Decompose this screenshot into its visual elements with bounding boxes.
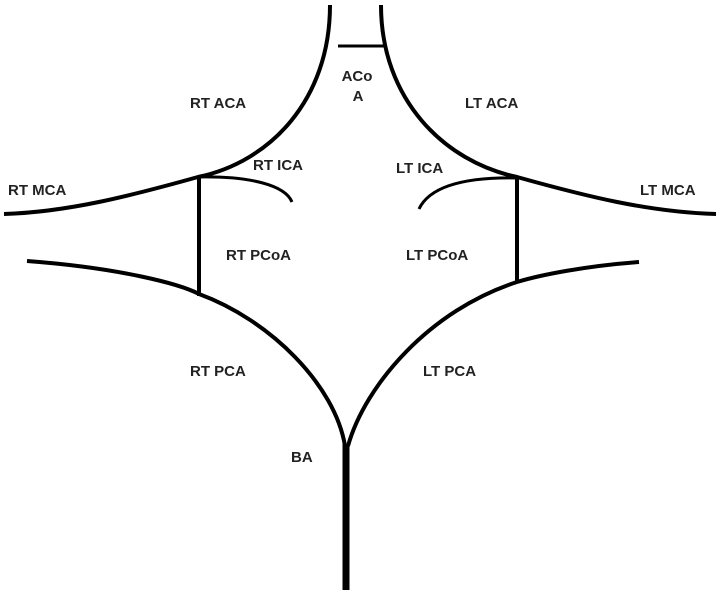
lt-pca-vessel [346, 260, 640, 447]
lt-ica-label: LT ICA [396, 160, 443, 177]
rt-pca-vessel [26, 259, 347, 447]
rt-ica-vessel [197, 175, 294, 203]
rt-ica-label: RT ICA [253, 157, 303, 174]
ba-label: BA [291, 449, 313, 466]
acoa-label-line1: ACo [342, 68, 373, 85]
rt-mca-label: RT MCA [8, 182, 66, 199]
lt-ica-vessel [417, 176, 518, 210]
rt-pcoa-label: RT PCoA [226, 247, 291, 264]
rt-aca-label: RT ACA [190, 95, 246, 112]
acoa-label-line2: A [353, 88, 364, 105]
lt-aca-label: LT ACA [465, 95, 518, 112]
lt-pca-label: LT PCA [423, 363, 476, 380]
lt-pcoa-label: LT PCoA [406, 247, 468, 264]
lt-mca-label: LT MCA [640, 182, 696, 199]
rt-pca-label: RT PCA [190, 363, 246, 380]
